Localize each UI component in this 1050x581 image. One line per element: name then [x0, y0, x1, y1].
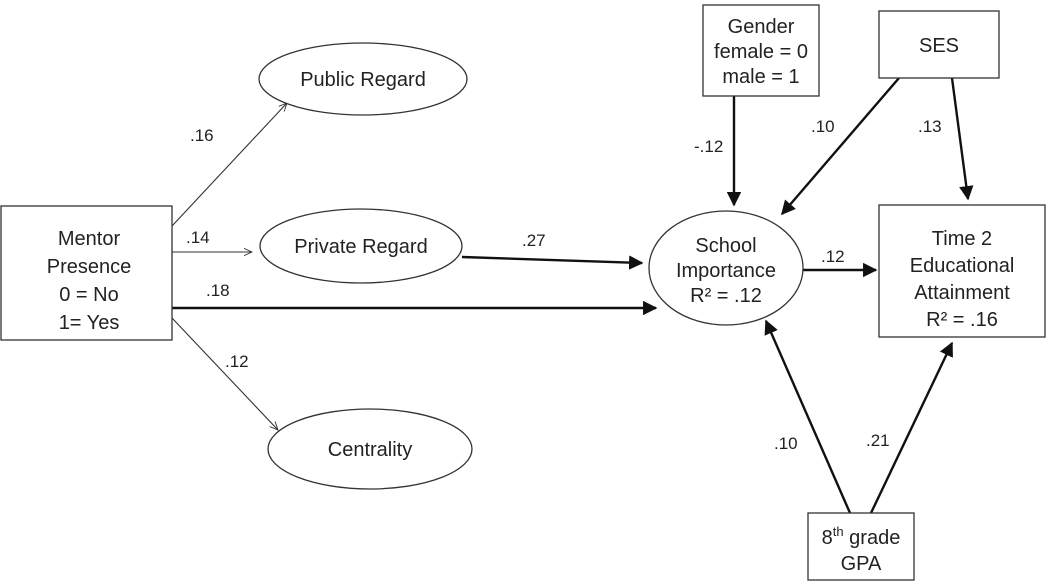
node-private-regard: Private Regard — [259, 208, 463, 284]
coef-ses-attainment: .13 — [918, 117, 942, 136]
mentor-line-1: Mentor — [58, 228, 121, 250]
attainment-line-3: Attainment — [914, 282, 1010, 304]
arrow-mentor-centrality — [171, 317, 278, 430]
node-mentor-presence: Mentor Presence 0 = No 1= Yes — [0, 205, 173, 341]
public-regard-label: Public Regard — [300, 69, 426, 91]
gpa-sup: th — [833, 524, 844, 539]
mentor-line-3: 0 = No — [59, 284, 118, 306]
coef-ses-school: .10 — [811, 117, 835, 136]
private-regard-label: Private Regard — [294, 236, 427, 258]
coef-gpa-attainment: .21 — [866, 431, 890, 450]
school-importance-line-1: School — [695, 235, 756, 257]
node-gpa: 8th grade GPA — [807, 512, 915, 581]
node-school-importance: School Importance R² = .12 — [648, 210, 804, 326]
gpa-rest: grade — [844, 527, 901, 549]
coef-mentor-private: .14 — [186, 228, 210, 247]
gpa-base: 8 — [822, 527, 833, 549]
gender-line-3: male = 1 — [722, 66, 799, 88]
node-gender: Gender female = 0 male = 1 — [702, 4, 820, 97]
attainment-line-1: Time 2 — [932, 228, 992, 250]
mentor-line-2: Presence — [47, 256, 132, 278]
centrality-label: Centrality — [328, 439, 412, 461]
attainment-line-4: R² = .16 — [926, 309, 998, 331]
node-ses: SES — [878, 10, 1000, 79]
school-importance-line-2: Importance — [676, 260, 776, 282]
coef-school-attainment: .12 — [821, 247, 845, 266]
node-public-regard: Public Regard — [258, 42, 468, 116]
arrow-gpa-school — [764, 319, 852, 514]
attainment-line-2: Educational — [910, 255, 1015, 277]
coef-mentor-public: .16 — [190, 126, 214, 145]
ses-label: SES — [919, 35, 959, 57]
node-educational-attainment: Time 2 Educational Attainment R² = .16 — [878, 204, 1046, 338]
arrow-gpa-attainment — [869, 341, 954, 514]
coef-gpa-school: .10 — [774, 434, 798, 453]
gender-line-1: Gender — [728, 16, 795, 38]
school-importance-line-3: R² = .12 — [690, 285, 762, 307]
coef-mentor-school: .18 — [206, 281, 230, 300]
gpa-line-1: 8th grade — [822, 524, 901, 549]
node-centrality: Centrality — [267, 408, 473, 490]
coef-private-school: .27 — [522, 231, 546, 250]
arrow-mentor-public — [171, 103, 287, 227]
gender-line-2: female = 0 — [714, 41, 808, 63]
mentor-line-4: 1= Yes — [59, 312, 120, 334]
coef-mentor-centrality: .12 — [225, 352, 249, 371]
arrow-ses-attainment — [950, 77, 974, 201]
arrow-private-school — [461, 255, 644, 270]
gpa-line-2: GPA — [841, 553, 882, 575]
coef-gender-school: -.12 — [694, 137, 723, 156]
arrow-ses-school — [781, 77, 900, 216]
